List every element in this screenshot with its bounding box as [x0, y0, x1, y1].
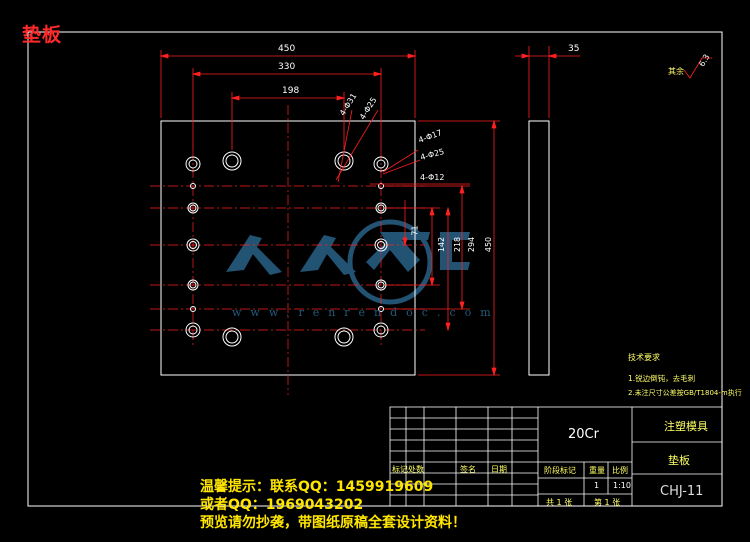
- dim-35-thickness: 35: [568, 44, 580, 54]
- count-label-cell: 处数: [408, 465, 424, 474]
- watermark-url: www.renrendoc.com: [232, 306, 500, 319]
- mark-label-cell: 标记: [392, 465, 408, 474]
- dim-71: 71: [410, 225, 420, 236]
- weight-label-cell: 重量: [589, 466, 605, 475]
- qty-cell: 1: [594, 481, 600, 490]
- dim-450-vertical: 450: [484, 236, 494, 253]
- promo-line-1: 温馨提示：联系QQ：1459919609: [200, 479, 434, 495]
- promo-line-2: 或者QQ：1969043202: [200, 497, 364, 513]
- date-label-cell: 日期: [491, 465, 507, 474]
- drawing-number-cell: CHJ-11: [660, 484, 704, 499]
- plate-side-view: [528, 120, 550, 376]
- sheet-number-cell: 第 1 张: [594, 498, 621, 507]
- tech-req-heading: 技术要求: [628, 353, 660, 362]
- drawing-frame: [27, 31, 723, 507]
- dim-142: 142: [437, 236, 447, 253]
- dim-218: 218: [453, 236, 463, 253]
- tech-req-item2: 2.未注尺寸公差按GB/T1804-m执行: [628, 389, 742, 397]
- surface-finish-label: 其余: [668, 67, 684, 76]
- part-name-cell: 垫板: [668, 454, 690, 467]
- callout-phi12: 4-Φ12: [420, 173, 445, 182]
- promo-line-3: 预览请勿抄袭，带图纸原稿全套设计资料！: [200, 515, 466, 531]
- dim-198: 198: [282, 86, 300, 96]
- material-cell: 20Cr: [568, 427, 599, 442]
- project-cell: 注塑模具: [664, 420, 708, 433]
- dimension-lines-horizontal: [159, 46, 580, 150]
- dimension-lines-vertical: [386, 119, 500, 377]
- dim-330: 330: [278, 62, 296, 72]
- dim-294: 294: [467, 236, 477, 253]
- drawing-title: 垫板: [22, 24, 63, 46]
- watermark-logo: [226, 219, 470, 305]
- scale-label-cell: 比例: [612, 466, 628, 475]
- sheets-total-cell: 共 1 张: [546, 498, 573, 507]
- surface-finish-symbol: [683, 57, 712, 79]
- holes: [185, 151, 389, 347]
- callout-leaders: [335, 109, 470, 185]
- stage-label-cell: 阶段标记: [544, 466, 576, 475]
- dim-450-horizontal: 450: [278, 44, 296, 54]
- title-block-grid: [389, 406, 723, 507]
- tech-req-item1: 1.锐边倒钝，去毛刺: [628, 374, 696, 383]
- sign-label-cell: 签名: [460, 465, 476, 474]
- scale-cell: 1:10: [613, 481, 631, 490]
